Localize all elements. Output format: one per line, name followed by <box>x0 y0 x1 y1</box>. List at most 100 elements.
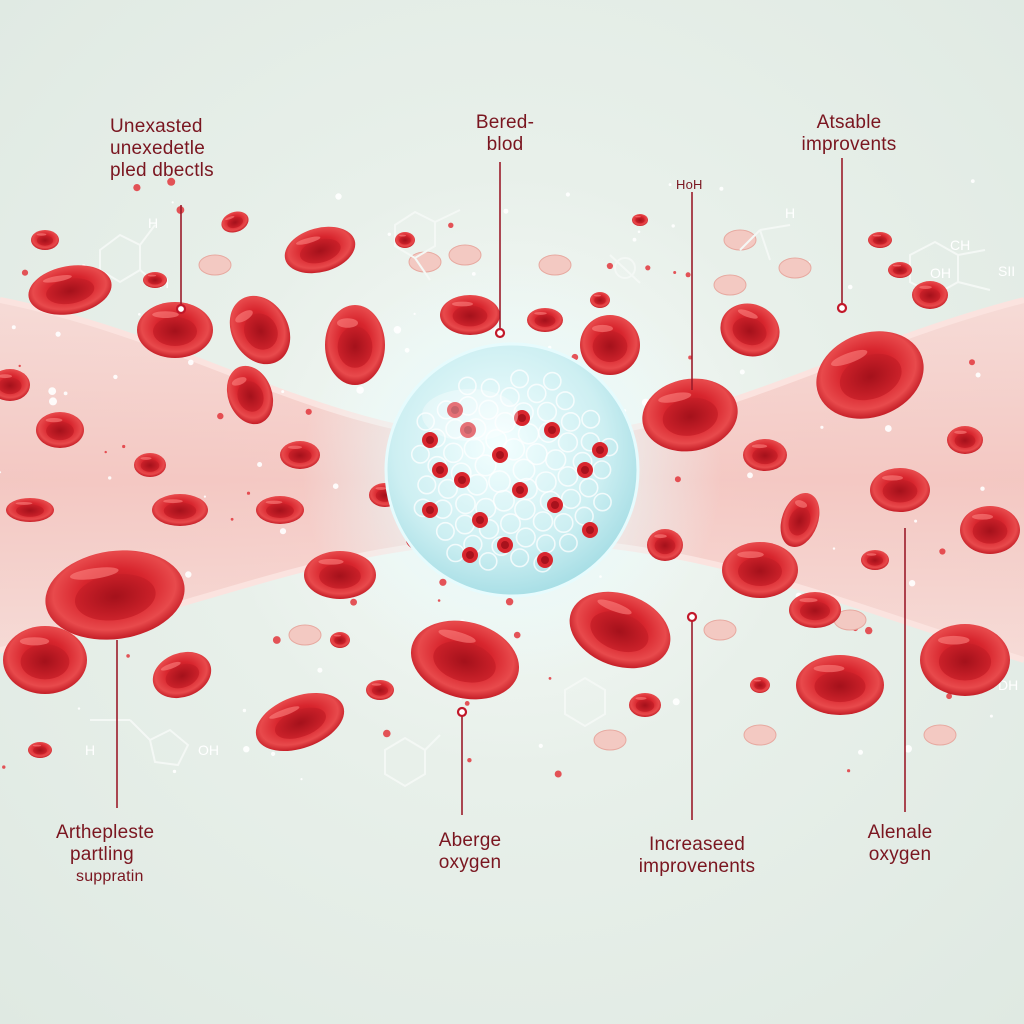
red-blood-cell-dimple <box>534 314 556 327</box>
red-blood-cell-dimple <box>754 681 766 690</box>
red-blood-cell-dimple <box>227 216 244 229</box>
sphere-red-cell-core <box>516 486 524 494</box>
particle <box>914 519 918 523</box>
red-blood-cell-dimple <box>163 502 197 520</box>
particle <box>946 693 952 700</box>
red-blood-cell <box>36 412 84 448</box>
sphere-mesh-cell <box>463 438 485 460</box>
red-blood-cell-highlight <box>534 311 547 315</box>
cell-fragment <box>593 729 627 751</box>
red-blood-cell <box>720 303 780 357</box>
sphere-mesh-cell <box>510 369 530 389</box>
red-blood-cell-highlight <box>737 551 764 558</box>
particle <box>63 391 68 396</box>
particle <box>464 701 470 706</box>
sphere-mesh-cell <box>557 432 579 453</box>
red-blood-cell <box>947 426 983 454</box>
red-blood-cell-highlight <box>882 475 903 481</box>
label-top-center: Bered- blod <box>440 112 570 156</box>
red-blood-cell-highlight <box>0 374 12 379</box>
particle <box>133 184 141 192</box>
red-blood-cell <box>284 226 356 274</box>
particle <box>672 698 680 706</box>
label-line: Bered- <box>475 112 535 133</box>
red-blood-cell-dimple <box>839 353 902 401</box>
marker-dot <box>836 302 848 314</box>
marker-dot <box>175 303 187 315</box>
red-blood-cell-highlight <box>635 696 647 700</box>
leader-markers <box>175 302 848 718</box>
sphere-mesh-cell <box>581 409 601 429</box>
sphere-mesh-cell <box>455 493 476 515</box>
red-blood-cell-dimple <box>140 459 160 472</box>
red-blood-cell-dimple <box>873 236 887 245</box>
red-blood-cell-dimple <box>237 381 264 412</box>
red-blood-cell <box>280 441 320 469</box>
red-blood-cell <box>722 542 798 598</box>
particle <box>171 201 174 204</box>
red-blood-cell <box>28 742 52 758</box>
red-blood-cell-highlight <box>231 377 247 386</box>
particle <box>503 208 509 214</box>
molecule-label: OH <box>198 742 219 758</box>
red-blood-cell-highlight <box>737 309 758 319</box>
red-blood-cell-highlight <box>334 634 341 637</box>
red-blood-cell <box>143 272 167 288</box>
label-top-right: Atsable improvents <box>764 112 934 156</box>
sphere-mesh-cell <box>580 432 600 452</box>
sphere-mesh-cell <box>416 412 436 431</box>
red-blood-cell-highlight <box>36 233 47 236</box>
red-blood-cell-dimple <box>399 236 411 245</box>
red-blood-cell-dimple <box>737 556 783 586</box>
particle <box>257 462 263 467</box>
particle <box>719 186 724 191</box>
particle <box>505 598 514 606</box>
sphere-mesh-cell <box>555 391 575 411</box>
label-line: oxygen <box>868 844 932 865</box>
red-blood-cell-highlight <box>19 637 50 646</box>
red-blood-cell-dimple <box>299 238 341 264</box>
red-blood-cell-dimple <box>893 266 907 275</box>
particle <box>279 528 287 535</box>
red-blood-cell-dimple <box>919 288 941 303</box>
particle <box>122 444 126 449</box>
particle <box>243 746 250 753</box>
particle <box>548 677 552 680</box>
cell-fragment <box>198 254 232 276</box>
particle <box>185 571 192 578</box>
red-blood-cell-highlight <box>163 499 183 504</box>
particle <box>847 284 853 290</box>
sphere-mesh-cell <box>417 475 437 495</box>
red-blood-cell-highlight <box>795 500 808 508</box>
red-blood-cell <box>137 302 213 358</box>
particle <box>332 483 339 490</box>
particle <box>820 425 824 429</box>
red-blood-cell-dimple <box>662 397 718 436</box>
red-blood-cell <box>304 551 376 599</box>
sphere-red-cell-core <box>426 436 434 444</box>
red-blood-cell-dimple <box>654 537 676 555</box>
red-blood-cell-highlight <box>32 744 42 747</box>
red-blood-cell-highlight <box>295 236 321 245</box>
red-blood-cell <box>580 315 640 375</box>
particle <box>538 743 543 749</box>
red-blood-cell <box>629 693 661 717</box>
red-blood-cell-dimple <box>46 278 95 305</box>
particle <box>217 412 224 420</box>
sphere-mesh-cell <box>593 492 612 512</box>
red-blood-cell <box>6 498 54 522</box>
sphere-mesh-cell <box>515 527 536 548</box>
red-blood-cell <box>642 378 738 452</box>
red-blood-cell <box>330 632 350 648</box>
red-blood-cell-dimple <box>20 644 70 680</box>
red-blood-cell <box>31 230 59 250</box>
red-blood-cell-highlight <box>972 513 993 520</box>
sphere-red-cell-core <box>551 501 559 509</box>
sphere-mesh-cell <box>442 442 464 464</box>
cell-fragment <box>448 244 482 266</box>
label-line: improvents <box>801 134 897 155</box>
particle <box>49 397 57 406</box>
red-blood-cell <box>410 620 520 700</box>
sphere-red-cell-core <box>496 451 504 459</box>
red-blood-cell-dimple <box>46 421 74 441</box>
